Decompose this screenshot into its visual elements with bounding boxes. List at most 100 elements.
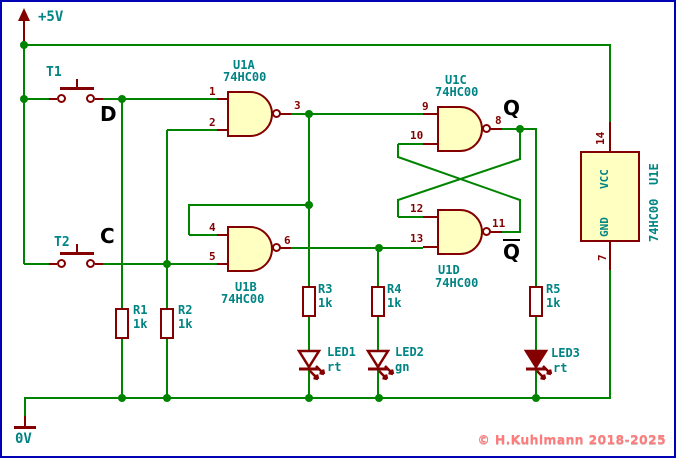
vcc-pin (23, 19, 25, 45)
signal-label-Q-bar: Q (503, 239, 521, 264)
vcc-arrow-icon (18, 8, 30, 21)
ic-pin (609, 122, 611, 151)
junction-dot (532, 394, 540, 402)
gate-pin (423, 113, 437, 115)
wire-segment (24, 397, 611, 399)
resistor-value: 1k (318, 296, 333, 310)
led-LED2-icon (365, 349, 395, 381)
wire-segment (166, 264, 168, 308)
junction-dot (163, 394, 171, 402)
gate-pin (217, 263, 227, 265)
gate-ref: U1A (233, 58, 255, 72)
wire-segment (609, 45, 611, 122)
junction-dot (305, 110, 313, 118)
wire-segment (121, 338, 123, 398)
gate-pin (217, 129, 227, 131)
gate-part: 74HC00 (435, 276, 479, 290)
wire-segment (24, 263, 49, 265)
wire-segment (291, 113, 423, 115)
pin-number: 10 (410, 129, 424, 142)
junction-dot (118, 394, 126, 402)
wire-segment (291, 247, 423, 249)
nand-gate-body (437, 209, 483, 255)
wire-segment (166, 338, 168, 398)
wire-segment (377, 316, 379, 352)
wire-segment (397, 199, 399, 217)
ic-body (580, 151, 640, 242)
pin-name-gnd: GND (598, 217, 611, 237)
qbar-text: Q (503, 239, 521, 264)
pin-number: 4 (209, 221, 216, 234)
gnd-pin (24, 416, 26, 427)
cross-coupling-wires (397, 156, 521, 201)
switch-actuator-icon (60, 252, 94, 255)
resistor-value: 1k (133, 317, 148, 331)
led-ref: LED3 (551, 346, 580, 360)
gate-pin (280, 113, 291, 115)
wire-segment (535, 370, 537, 398)
switch-contact-icon (86, 259, 95, 268)
pin-number: 2 (209, 116, 216, 129)
gnd-bar-icon (14, 426, 36, 429)
gate-pin (423, 216, 437, 218)
junction-dot (375, 394, 383, 402)
gate-ref: U1D (438, 263, 460, 277)
pin-number: 11 (492, 217, 506, 230)
wire-segment (502, 231, 520, 233)
wire-segment (103, 263, 217, 265)
led-color: rt (327, 360, 342, 374)
junction-dot (375, 244, 383, 252)
ic-part: 74HC00 (647, 198, 661, 242)
wire-segment (397, 144, 399, 158)
switch-pin (49, 263, 57, 265)
vcc-rail-label: +5V (38, 9, 64, 25)
led-color: rt (553, 361, 568, 375)
switch-actuator-icon (76, 79, 78, 87)
resistor-ref: R3 (318, 282, 333, 296)
resistor-value: 1k (546, 296, 561, 310)
pin-number: 14 (594, 131, 607, 145)
wire-segment (535, 128, 537, 286)
wire-segment (188, 204, 190, 235)
gate-ref: U1B (235, 280, 257, 294)
switch-contact-icon (57, 94, 66, 103)
switch-actuator-icon (60, 87, 94, 90)
wire-segment (377, 248, 379, 286)
gate-part: 74HC00 (223, 70, 267, 84)
resistor-R3 (302, 286, 316, 317)
switch-pin (49, 98, 57, 100)
gate-part: 74HC00 (435, 85, 479, 99)
wire-segment (308, 370, 310, 398)
resistor-ref: R5 (546, 282, 561, 296)
wire-segment (167, 129, 217, 131)
nand-gate-body (437, 106, 483, 152)
switch-ref: T2 (54, 235, 70, 250)
copyright-text: © H.Kuhlmann 2018-2025 (477, 432, 666, 447)
pin-number: 13 (410, 232, 424, 245)
signal-label-Q: Q (503, 96, 521, 120)
gate-pin (490, 231, 502, 233)
gate-pin (280, 247, 291, 249)
junction-dot (516, 125, 524, 133)
resistor-R5 (529, 286, 543, 317)
resistor-ref: R4 (387, 282, 402, 296)
pin-number: 8 (495, 114, 502, 127)
resistor-R2 (160, 308, 174, 339)
ic-pin (609, 242, 611, 270)
switch-ref: T1 (46, 65, 62, 80)
wire-segment (189, 204, 309, 206)
nand-gate-body (227, 226, 273, 272)
junction-dot (163, 260, 171, 268)
wire-segment (24, 98, 49, 100)
resistor-value: 1k (178, 317, 193, 331)
switch-actuator-icon (76, 244, 78, 252)
switch-pin (95, 98, 103, 100)
junction-dot (20, 95, 28, 103)
led-LED1-icon (296, 349, 326, 381)
gate-pin (217, 98, 227, 100)
signal-label-D: D (100, 102, 117, 126)
junction-dot (305, 201, 313, 209)
wire-segment (24, 44, 611, 46)
gate-pin (423, 143, 437, 145)
